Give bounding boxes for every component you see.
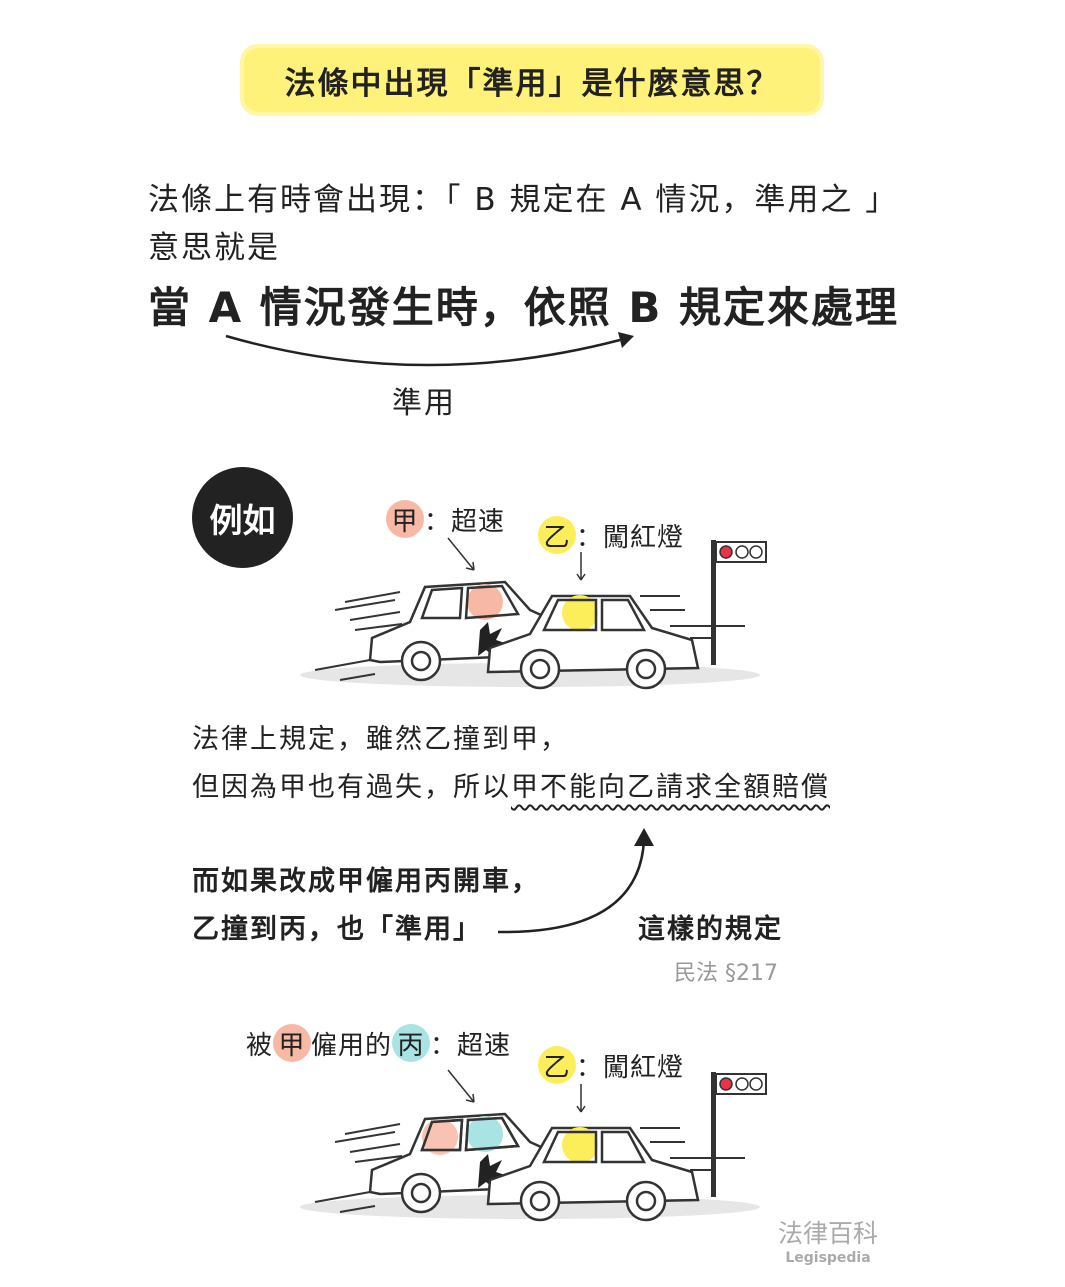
intro-text: 法條上有時會出現：「 B 規定在 A 情況，準用之 」 意思就是 — [148, 176, 898, 272]
variation-line-2: 乙撞到丙，也「準用」 — [192, 914, 482, 945]
apply-label: 準用 — [392, 386, 456, 421]
jia-action: ：超速 — [424, 506, 506, 537]
example-badge: 例如 — [192, 467, 293, 568]
yi-action: ：闖紅燈 — [576, 522, 685, 553]
label-yi-redlight: 乙 ：闖紅燈 — [538, 516, 684, 554]
citation: 民法 §217 — [674, 961, 778, 986]
refer-arrow-icon — [497, 828, 654, 934]
party-jia: 甲 — [386, 500, 424, 538]
apply-arrow-icon — [225, 332, 634, 367]
explanation-line-2: 但因為甲也有過失，所以甲不能向乙請求全額賠償 — [192, 764, 830, 812]
label-bing-speeding: 被甲僱用的丙：超速 — [246, 1024, 511, 1062]
explanation: 法律上規定，雖然乙撞到甲， 但因為甲也有過失，所以甲不能向乙請求全額賠償 — [192, 716, 830, 812]
prefix: 被 — [246, 1030, 274, 1061]
variation: 而如果改成甲僱用丙開車， 乙撞到丙，也「準用」 — [192, 858, 540, 954]
party-yi: 乙 — [538, 516, 576, 554]
page-title: 法條中出現「準用」是什麼意思？ — [240, 44, 824, 116]
label-yi-redlight-2: 乙 ：闖紅燈 — [538, 1046, 684, 1084]
party-jia: 甲 — [273, 1024, 312, 1062]
label-jia-speeding: 甲 ：超速 — [386, 500, 505, 538]
party-yi: 乙 — [538, 1046, 576, 1084]
brand-logo: 法律百科 Legispedia — [778, 1214, 878, 1266]
emphasis-statement: 當 A 情況發生時，依照 B 規定來處理 — [148, 283, 900, 332]
mid-text: 僱用的 — [311, 1030, 393, 1061]
yi-action-2: ：闖紅燈 — [576, 1052, 685, 1083]
brand-name: 法律百科 — [778, 1219, 879, 1248]
explanation-highlight: 甲不能向乙請求全額賠償 — [511, 772, 830, 803]
rule-label: 這樣的規定 — [638, 914, 783, 945]
explanation-line-2-prefix: 但因為甲也有過失，所以 — [192, 772, 511, 803]
variation-line-1: 而如果改成甲僱用丙開車， — [192, 866, 540, 897]
intro-line-1: 法條上有時會出現：「 B 規定在 A 情況，準用之 」 — [148, 182, 899, 218]
bing-action: ：超速 — [430, 1030, 512, 1061]
brand-sub: Legispedia — [785, 1250, 871, 1266]
explanation-line-1: 法律上規定，雖然乙撞到甲， — [192, 724, 569, 755]
party-bing: 丙 — [392, 1024, 431, 1062]
intro-line-2: 意思就是 — [148, 230, 280, 266]
collision-illustration-1 — [300, 537, 767, 690]
collision-illustration-2 — [298, 1068, 768, 1222]
